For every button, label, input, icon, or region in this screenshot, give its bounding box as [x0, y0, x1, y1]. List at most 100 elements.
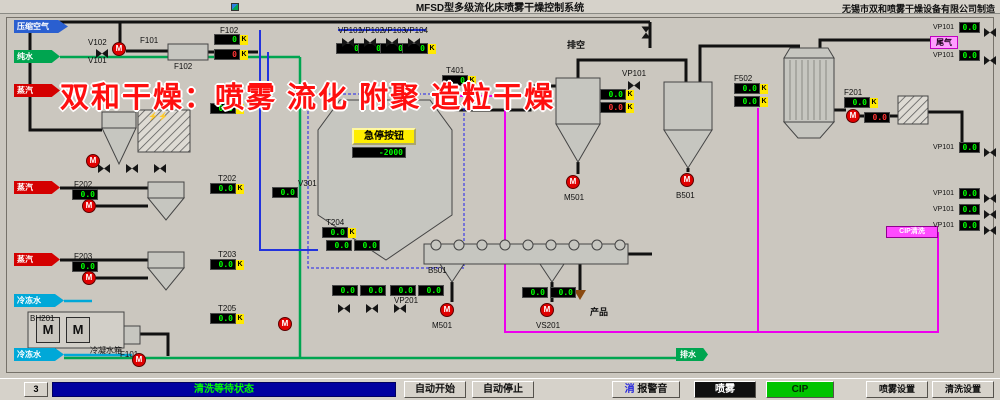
valve-icon[interactable] — [386, 34, 398, 47]
pump-motor-1[interactable]: M — [36, 317, 60, 343]
spray-button[interactable]: 喷雾 — [694, 381, 756, 398]
diagram-frame — [6, 17, 994, 373]
valve-icon[interactable] — [984, 52, 996, 65]
valve-icon[interactable] — [984, 206, 996, 219]
separator-1-body — [555, 77, 601, 125]
air-heater — [167, 43, 209, 61]
valve-glyph — [984, 194, 996, 203]
equipment-tag-label: F102 — [220, 26, 239, 35]
pump-motor-icon[interactable]: M — [82, 271, 96, 285]
valve-icon[interactable] — [984, 222, 996, 235]
equipment-tag-label: VP201 — [394, 296, 419, 305]
equipment-tag-label: V301 — [298, 179, 317, 188]
valve-icon[interactable] — [98, 160, 110, 173]
value-display: 0.0 — [959, 204, 980, 215]
supply-inlet-label: 冷冻水 — [14, 294, 64, 307]
separator-1-cone — [555, 123, 601, 163]
display-value: 0.0 — [368, 285, 383, 295]
equipment-tag-label: F502 — [734, 74, 753, 83]
pump-motor-icon[interactable]: M — [440, 303, 454, 317]
separator-2-cone — [663, 129, 713, 169]
pump-motor-icon[interactable]: M — [112, 42, 126, 56]
value-display: 0.0 — [326, 240, 352, 251]
valve-icon[interactable] — [338, 300, 350, 313]
pump-motor-icon[interactable]: M — [86, 154, 100, 168]
condensate-tank-label: 冷凝水箱 — [90, 346, 122, 355]
valve-icon[interactable] — [394, 300, 406, 313]
display-value: 0 — [398, 43, 403, 53]
equipment-tag-label: V101 — [88, 56, 107, 65]
equipment-tag-label: T201 — [218, 94, 237, 103]
equipment-tag-label: F101 — [120, 350, 139, 359]
display-value: 0 — [376, 43, 381, 53]
valve-icon[interactable] — [366, 300, 378, 313]
equipment-tag-label: ⚡⚡ — [148, 112, 168, 121]
display-value: 0.0 — [362, 240, 377, 250]
valve-icon[interactable] — [408, 34, 420, 47]
valve-icon[interactable] — [641, 26, 655, 39]
pump-motor-icon[interactable]: M — [680, 173, 694, 187]
value-display: 0.0 — [550, 287, 576, 298]
valve-icon[interactable] — [126, 160, 138, 173]
cip-button[interactable]: CIP — [766, 381, 834, 398]
auto-stop-button[interactable]: 自动停止 — [472, 381, 534, 398]
mute-alarm-button[interactable]: 消 报警音 — [612, 381, 680, 398]
pump-motor-icon[interactable]: M — [540, 303, 554, 317]
pump-motor-icon[interactable]: M — [132, 353, 146, 367]
equipment-tag-label: F201 — [844, 88, 863, 97]
valve-glyph — [984, 28, 996, 37]
valve-glyph — [342, 38, 354, 47]
valve-glyph — [641, 26, 651, 39]
k-unit-chip: K — [240, 50, 248, 60]
emergency-stop-button[interactable]: 急停按钮 — [352, 128, 416, 145]
valve-icon[interactable] — [984, 190, 996, 203]
display-value: 0.0 — [218, 183, 233, 193]
equipment-tag-label: VP104 — [404, 26, 429, 35]
clean-settings-button[interactable]: 清洗设置 — [932, 381, 994, 398]
app-icon — [231, 3, 239, 11]
pump-motor-icon[interactable]: M — [846, 109, 860, 123]
auto-start-button[interactable]: 自动开始 — [404, 381, 466, 398]
valve-icon[interactable] — [154, 160, 166, 173]
display-value: 0.0 — [962, 22, 977, 32]
k-unit-chip: K — [870, 98, 878, 108]
valve-icon[interactable] — [342, 34, 354, 47]
valve-icon[interactable] — [984, 144, 996, 157]
tail-gas-label: 尾气 — [930, 36, 958, 49]
equipment-tag-label: M501 — [564, 193, 585, 202]
equipment-tag-label: VP101 — [933, 206, 955, 213]
value-display: 0.0 — [360, 285, 386, 296]
valve-icon[interactable] — [984, 24, 996, 37]
valve-icon[interactable] — [96, 45, 108, 58]
spray-settings-button[interactable]: 喷雾设置 — [866, 381, 928, 398]
pump-motor-icon[interactable]: M — [566, 175, 580, 189]
valve-glyph — [984, 226, 996, 235]
equipment-tag-label: VP101 — [622, 69, 647, 78]
value-display: 0.0 — [959, 220, 980, 231]
pump-motor-2[interactable]: M — [66, 317, 90, 343]
title-bar: MFSD型多级流化床喷雾干燥控制系统 无锡市双和喷雾干燥设备有限公司制造 — [0, 0, 1000, 14]
valve-icon[interactable] — [364, 34, 376, 47]
manufacturer-label: 无锡市双和喷雾干燥设备有限公司制造 — [841, 4, 995, 14]
valve-glyph — [984, 210, 996, 219]
pipes-black — [28, 20, 964, 356]
cip-line-label: CIP清洗 — [886, 226, 938, 238]
page-number-button[interactable]: 3 — [24, 382, 48, 397]
equipment-tag-label: F101 — [140, 36, 159, 45]
pump-motor-icon[interactable]: M — [82, 199, 96, 213]
valve-icon[interactable] — [628, 77, 640, 90]
pump-motor-icon[interactable]: M — [278, 317, 292, 331]
equipment-tag-label: M501 — [432, 321, 453, 330]
status-text: 清洗等待状态 — [194, 384, 254, 395]
bed-scallops — [430, 239, 626, 251]
display-value: 0.0 — [80, 261, 95, 271]
valve-glyph — [408, 38, 420, 47]
display-value: 0.0 — [742, 96, 757, 106]
